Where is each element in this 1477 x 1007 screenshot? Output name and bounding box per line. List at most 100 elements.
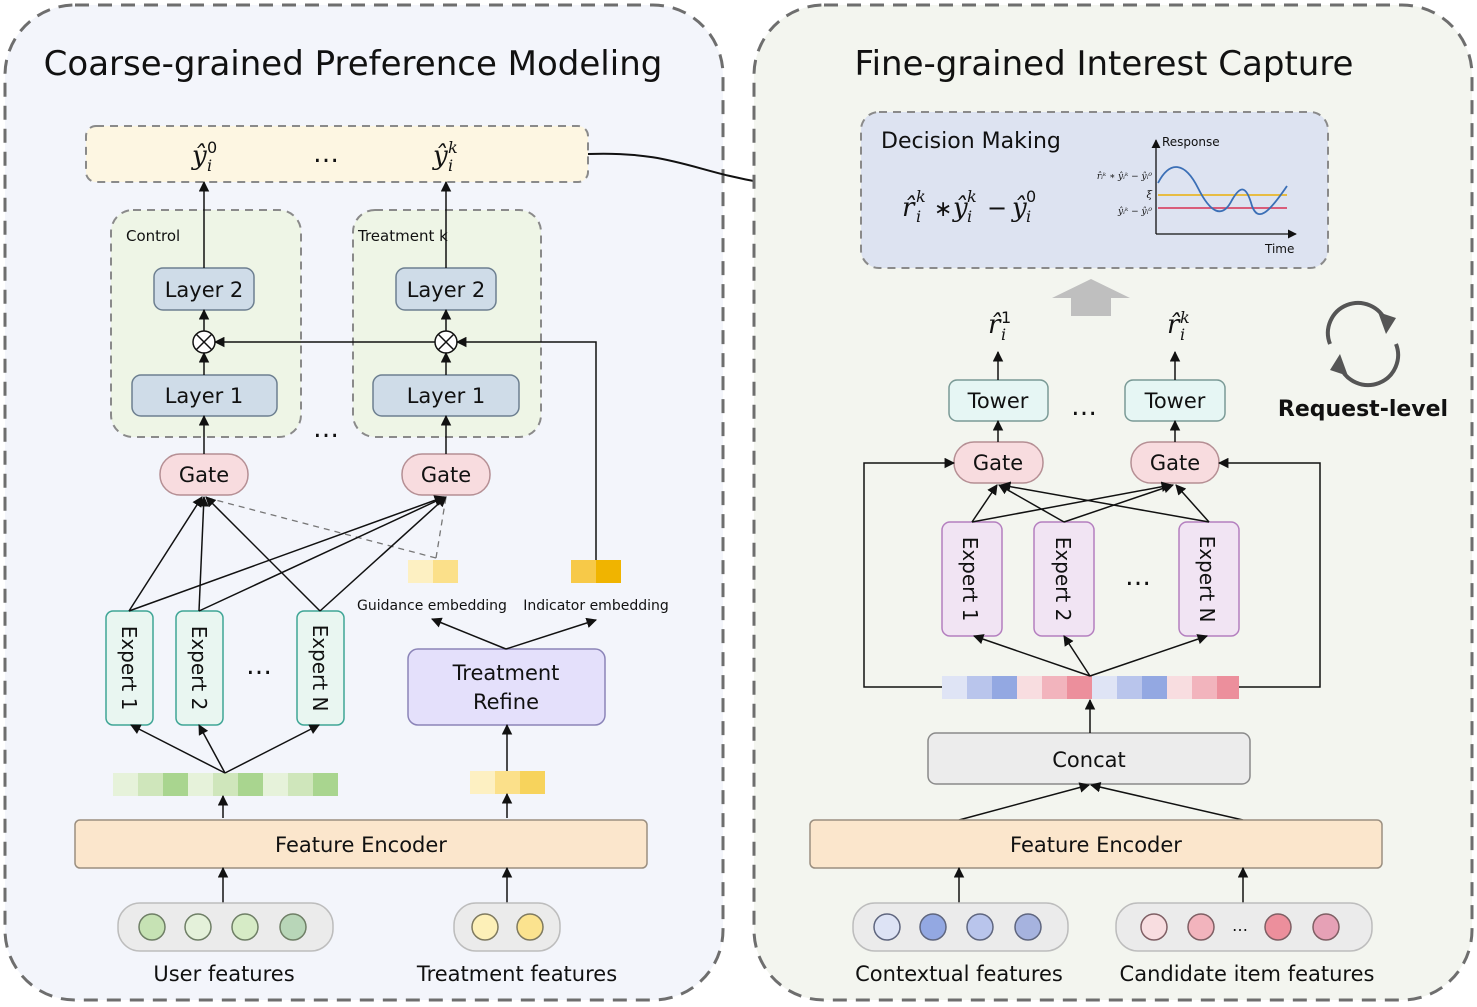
mini-chart-label-xi: ξ: [1146, 190, 1152, 201]
treatment-multiply-icon: [434, 330, 458, 354]
output-yk: ŷ i k: [432, 138, 458, 175]
left-expert-1: Expert 1: [105, 610, 154, 726]
svg-text:Expert 1: Expert 1: [958, 537, 982, 622]
right-feature-encoder-label: Feature Encoder: [1010, 833, 1182, 857]
svg-text:k: k: [448, 138, 458, 157]
left-feature-encoder-label: Feature Encoder: [275, 833, 447, 857]
control-layer1-label: Layer 1: [165, 384, 244, 408]
right-panel-title: Fine-grained Interest Capture: [855, 44, 1354, 84]
contextual-features-box: [852, 902, 1069, 952]
candidate-feature-dot: [1264, 913, 1292, 941]
left-feature-encoder: [74, 819, 648, 869]
tower-dots: …: [313, 414, 339, 444]
treatment-features-label: Treatment features: [416, 962, 617, 986]
treatment-layer2-label: Layer 2: [407, 278, 486, 302]
user-embedding-vector: [113, 773, 338, 796]
right-tower-k-label: Tower: [1144, 389, 1206, 413]
left-expert-n: Expert N: [296, 610, 345, 726]
response-mini-chart: Response Time r̂ᵢᵏ ∗ ŷᵢᵏ − ŷᵢ⁰ ξ ŷᵢᵏ − ŷ…: [1097, 135, 1297, 256]
treatment-refine-label-1: Treatment: [452, 661, 560, 685]
control-multiply-icon: [192, 330, 216, 354]
right-expert-2: Expert 2: [1033, 521, 1095, 637]
svg-text:Expert N: Expert N: [1195, 536, 1219, 623]
right-feature-encoder: [809, 819, 1383, 869]
svg-text:r̂: r̂: [988, 310, 1002, 340]
svg-text:i: i: [1180, 325, 1185, 344]
control-gate-label: Gate: [179, 463, 229, 487]
treatment-features-box: [453, 902, 561, 952]
treatment-refine-label-2: Refine: [473, 690, 539, 714]
svg-text:1: 1: [1001, 308, 1011, 327]
svg-text:i: i: [916, 207, 921, 226]
svg-text:Expert N: Expert N: [308, 625, 332, 712]
output-rk: r̂ k i: [1167, 308, 1190, 344]
mini-chart-x-label: Time: [1264, 242, 1294, 256]
mini-chart-label-response: r̂ᵢᵏ ∗ ŷᵢᵏ − ŷᵢ⁰: [1097, 171, 1153, 182]
candidate-item-features-box: [1115, 902, 1373, 952]
user-features-label: User features: [153, 962, 294, 986]
treatment-embedding-vector: [470, 771, 545, 794]
refresh-icon: [1326, 300, 1400, 388]
candidate-feature-dot: [1312, 913, 1340, 941]
output-r1: r̂ 1 i: [988, 308, 1011, 344]
request-level-label: Request-level: [1278, 397, 1448, 422]
svg-text:i: i: [1001, 325, 1006, 344]
concat-label: Concat: [1052, 748, 1125, 772]
right-panel: Fine-grained Interest Capture Decision M…: [752, 3, 1474, 1002]
svg-text:ŷ: ŷ: [952, 193, 968, 223]
svg-text:ŷ: ŷ: [191, 141, 207, 171]
svg-text:∗: ∗: [934, 197, 952, 222]
contextual-feature-dot: [1014, 913, 1042, 941]
mini-chart-response-curve: [1157, 166, 1288, 215]
right-expert-n: Expert N: [1178, 521, 1240, 637]
indicator-embedding-vector: [571, 560, 621, 583]
svg-text:i: i: [448, 156, 453, 175]
contextual-feature-dot: [966, 913, 994, 941]
contextual-feature-dot: [873, 913, 901, 941]
candidate-feature-dot: [1187, 913, 1215, 941]
svg-text:ŷ: ŷ: [432, 141, 448, 171]
treatment-gate-label: Gate: [421, 463, 471, 487]
candidate-item-features-label: Candidate item features: [1120, 962, 1375, 986]
svg-text:k: k: [967, 187, 977, 206]
output-dots: …: [313, 139, 339, 169]
user-feature-dot: [184, 913, 212, 941]
left-expert-dots: …: [246, 651, 272, 681]
decision-formula: r̂ k i ∗ ŷ k i − ŷ 0 i: [902, 187, 1036, 226]
svg-text:i: i: [1026, 207, 1031, 226]
treatment-layer1-label: Layer 1: [407, 384, 486, 408]
right-tower-1-label: Tower: [967, 389, 1029, 413]
svg-text:0: 0: [207, 138, 217, 157]
treatment-feature-dot: [516, 913, 544, 941]
user-feature-dot: [279, 913, 307, 941]
contextual-features-label: Contextual features: [855, 962, 1063, 986]
control-label: Control: [126, 227, 180, 245]
right-expert-dots: …: [1125, 562, 1151, 592]
right-gate-1-label: Gate: [973, 451, 1023, 475]
control-layer2-label: Layer 2: [165, 278, 244, 302]
right-expert-1: Expert 1: [941, 521, 1003, 637]
decision-making-box: [860, 111, 1329, 269]
svg-text:0: 0: [1026, 187, 1036, 206]
svg-text:k: k: [1180, 308, 1190, 327]
svg-text:r̂: r̂: [902, 193, 916, 223]
right-gate-k-label: Gate: [1150, 451, 1200, 475]
left-panel: Coarse-grained Preference Modeling ŷ i 0…: [3, 3, 725, 1002]
decision-making-label: Decision Making: [881, 129, 1061, 154]
treatment-label: Treatment k: [357, 227, 448, 245]
output-bar: [85, 125, 589, 183]
guidance-embedding-label: Guidance embedding: [357, 598, 507, 614]
up-arrow-icon: [1052, 279, 1130, 316]
output-y0: ŷ i 0: [191, 138, 217, 175]
svg-text:ŷ: ŷ: [1011, 193, 1027, 223]
user-feature-dot: [138, 913, 166, 941]
user-feature-dot: [231, 913, 259, 941]
concat-embedding-vector: [942, 676, 1239, 699]
candidate-feature-dot: [1140, 913, 1168, 941]
svg-text:Expert 2: Expert 2: [187, 626, 211, 711]
svg-text:i: i: [967, 207, 972, 226]
right-tower-dots: …: [1071, 392, 1097, 422]
svg-text:−: −: [987, 194, 1007, 222]
left-panel-title: Coarse-grained Preference Modeling: [44, 44, 663, 84]
